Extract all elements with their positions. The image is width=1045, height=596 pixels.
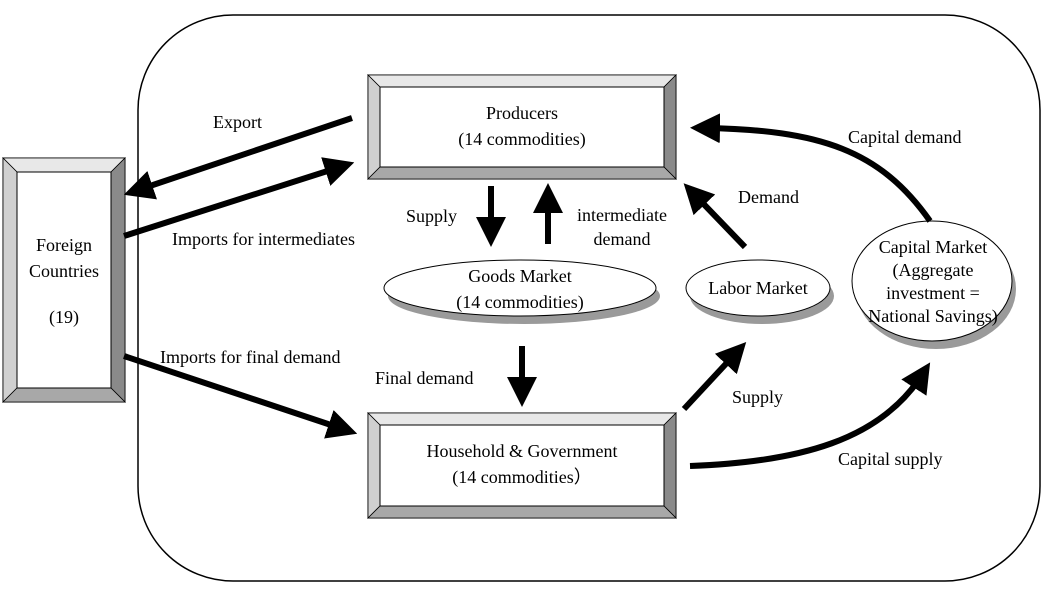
household-government-box xyxy=(367,412,677,519)
producers-subtitle: (14 commodities) xyxy=(458,129,586,149)
imports-intermediates-label: Imports for intermediates xyxy=(172,229,355,249)
foreign-countries-label: Foreign Countries (19) xyxy=(17,232,111,330)
labor-market-title: Labor Market xyxy=(708,278,808,298)
intermediate-demand-label: intermediate demand xyxy=(566,203,678,251)
goods-market-label: Goods Market (14 commodities) xyxy=(384,263,656,315)
labor-market-label: Labor Market xyxy=(686,275,830,301)
imports-intermediates-arrow xyxy=(123,157,355,239)
capital-market-ellipse xyxy=(851,220,1016,349)
foreign-line2: Countries xyxy=(29,261,99,281)
capital-demand-label: Capital demand xyxy=(848,127,962,147)
goods-market-title: Goods Market xyxy=(468,266,572,286)
household-title: Household & Government xyxy=(426,441,618,461)
capital-supply-label: Capital supply xyxy=(838,449,943,469)
export-arrow xyxy=(123,115,353,200)
labor-supply-label: Supply xyxy=(732,387,784,407)
producers-box xyxy=(367,74,677,180)
capital-market-line2: (Aggregate xyxy=(892,260,974,280)
producers-label: Producers (14 commodities) xyxy=(380,100,664,152)
foreign-countries-box xyxy=(2,157,126,403)
domestic-economy-frame xyxy=(137,14,1041,582)
imports-final-demand-arrow xyxy=(123,353,358,439)
foreign-line3: (19) xyxy=(49,307,79,327)
intermediate-demand-line2: demand xyxy=(593,229,651,249)
capital-supply-arrow xyxy=(689,362,931,469)
goods-market-ellipse xyxy=(383,259,660,324)
labor-supply-arrow xyxy=(681,342,747,412)
imports-final-demand-label: Imports for final demand xyxy=(160,347,341,367)
labor-demand-arrow xyxy=(683,183,748,250)
supply-goods-label: Supply xyxy=(406,206,458,226)
final-demand-label: Final demand xyxy=(375,368,474,388)
capital-market-label: Capital Market (Aggregate investment = N… xyxy=(856,236,1010,328)
producers-title: Producers xyxy=(486,103,558,123)
intermediate-demand-line1: intermediate xyxy=(577,205,667,225)
export-label: Export xyxy=(213,112,262,132)
capital-market-line1: Capital Market xyxy=(878,237,988,257)
household-subtitle: (14 commodities） xyxy=(452,467,592,487)
labor-market-ellipse xyxy=(685,259,834,324)
foreign-line1: Foreign xyxy=(36,235,92,255)
capital-demand-arrow xyxy=(690,113,933,223)
goods-market-subtitle: (14 commodities) xyxy=(456,292,584,312)
capital-market-line4: National Savings) xyxy=(868,306,998,326)
capital-market-line3: investment = xyxy=(886,283,980,303)
labor-demand-label: Demand xyxy=(738,187,799,207)
household-government-label: Household & Government (14 commodities） xyxy=(380,438,664,490)
